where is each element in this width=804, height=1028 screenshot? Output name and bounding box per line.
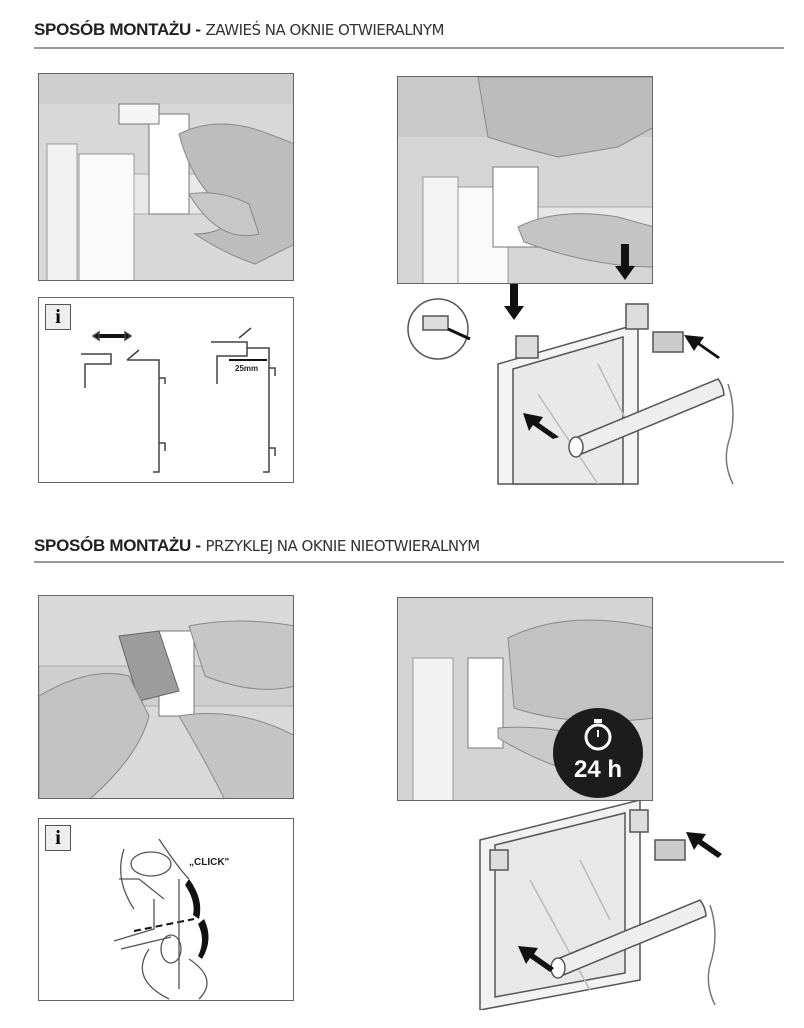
title-light: ZAWIEŚ NA OKNIE OTWIERALNYM bbox=[205, 21, 445, 39]
assembly-diagram-fixed bbox=[479, 800, 722, 1010]
timer-badge: 24 h bbox=[553, 708, 643, 798]
click-label: „CLICK" bbox=[189, 857, 230, 868]
click-diagram bbox=[113, 838, 209, 1000]
photo-push-bracket bbox=[397, 76, 653, 284]
photo-peel-adhesive bbox=[38, 595, 294, 799]
info-icon: i bbox=[45, 304, 71, 330]
divider bbox=[34, 47, 784, 49]
title-bold: SPOSÓB MONTAŻU - bbox=[34, 536, 201, 555]
info-panel-click: i „CLICK" bbox=[38, 818, 294, 1001]
stopwatch-icon bbox=[584, 719, 612, 751]
title-light: PRZYKLEJ NA OKNIE NIEOTWIERALNYM bbox=[205, 537, 481, 555]
divider bbox=[34, 561, 784, 563]
section-2-title: SPOSÓB MONTAŻU - PRZYKLEJ NA OKNIE NIEOT… bbox=[34, 536, 480, 556]
bracket-diagram bbox=[81, 327, 276, 473]
assembly-diagram-openable bbox=[407, 244, 734, 485]
measure-label: 25mm bbox=[235, 364, 259, 373]
timer-label: 24 h bbox=[573, 756, 623, 783]
photo-hang-bracket bbox=[38, 73, 294, 281]
info-panel-bracket-adjust: i 25mm bbox=[38, 297, 294, 483]
title-bold: SPOSÓB MONTAŻU - bbox=[34, 20, 201, 39]
info-icon: i bbox=[45, 825, 71, 851]
section-1-title: SPOSÓB MONTAŻU - ZAWIEŚ NA OKNIE OTWIERA… bbox=[34, 20, 445, 40]
